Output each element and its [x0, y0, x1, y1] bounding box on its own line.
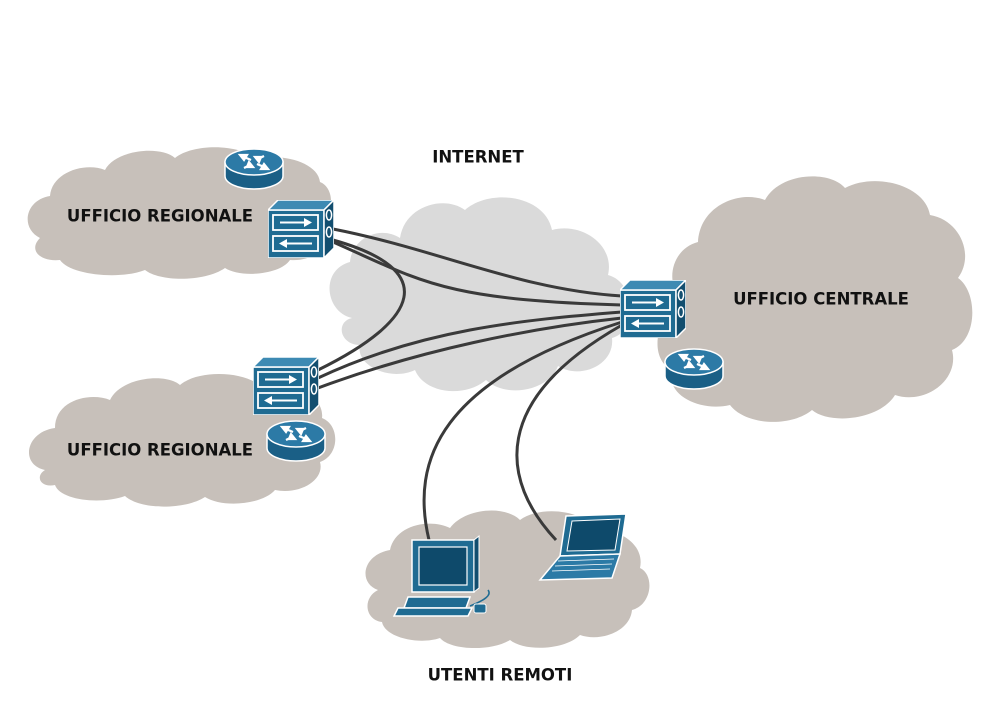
link-regional-top-bottom	[317, 238, 406, 372]
router-icon	[266, 420, 326, 462]
firewall-icon	[253, 357, 319, 415]
workstation-icon	[392, 534, 490, 617]
central-office-label: UFFICIO CENTRALE	[733, 290, 909, 309]
central-office-cloud	[657, 176, 973, 422]
router-icon	[224, 148, 284, 190]
router-icon	[664, 348, 724, 390]
firewall-icon	[620, 280, 686, 338]
vpn-tunnel-links	[317, 227, 623, 542]
laptop-icon	[538, 513, 627, 581]
link-workstation-central	[422, 320, 623, 541]
link-regional-bottom-central-a	[317, 310, 623, 380]
regional-office-top-label: UFFICIO REGIONALE	[67, 207, 253, 226]
link-regional-bottom-central-b	[317, 316, 623, 390]
link-laptop-central	[515, 323, 623, 542]
remote-users-label: UTENTI REMOTI	[428, 666, 573, 685]
link-regional-top-central-b	[332, 240, 623, 307]
firewall-icon	[268, 200, 334, 258]
regional-office-bottom-label: UFFICIO REGIONALE	[67, 441, 253, 460]
internet-label: INTERNET	[432, 148, 524, 167]
link-regional-top-central-a	[332, 227, 623, 298]
